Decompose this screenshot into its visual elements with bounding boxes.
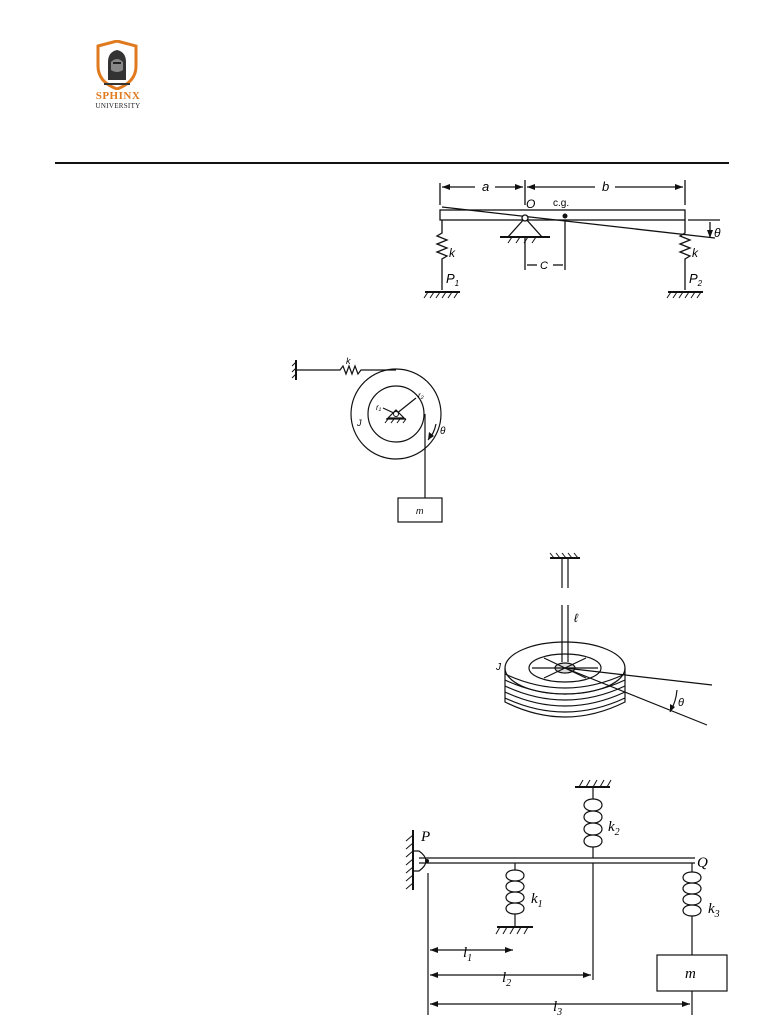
sphinx-shield-icon xyxy=(96,40,138,90)
label-k: k xyxy=(346,356,351,366)
label-l2: l2 xyxy=(502,970,511,989)
figure-beam-on-springs: a b O c.g. C θ k k P1 P2 xyxy=(423,179,721,299)
university-logo: SPHINX UNIVERSITY xyxy=(86,40,150,120)
label-p1: P1 xyxy=(446,271,459,288)
label-l1: l1 xyxy=(463,945,472,964)
label-k-right: k xyxy=(692,246,699,260)
label-pivot-o: O xyxy=(526,197,535,211)
label-theta: θ xyxy=(714,226,721,240)
label-r2: r₂ xyxy=(418,391,424,400)
label-theta: θ xyxy=(678,697,684,709)
header-divider xyxy=(55,162,729,164)
label-b: b xyxy=(602,179,609,194)
label-l3: l3 xyxy=(553,999,562,1018)
label-k1: k1 xyxy=(531,891,543,910)
label-j: J xyxy=(495,662,502,673)
label-p2: P2 xyxy=(689,271,703,288)
figure-wheel-torsion-rod: ℓ J θ xyxy=(495,552,713,726)
label-cg: c.g. xyxy=(553,198,569,209)
label-p: P xyxy=(420,829,430,845)
label-q: Q xyxy=(697,855,708,871)
label-mass-m: m xyxy=(685,966,696,982)
logo-title: SPHINX xyxy=(95,90,141,102)
label-k-left: k xyxy=(449,246,456,260)
figure-lever-springs-mass: P Q k2 k1 k3 l1 l2 l3 m xyxy=(405,779,728,1018)
label-k3: k3 xyxy=(708,901,720,920)
label-a: a xyxy=(482,179,489,194)
label-k2: k2 xyxy=(608,819,620,838)
label-j: J xyxy=(356,418,362,428)
label-c: C xyxy=(540,260,548,272)
logo-subtitle: UNIVERSITY xyxy=(95,102,141,110)
figure-pulley-spring-mass: k r₁ r₂ J θ m xyxy=(291,356,446,523)
label-theta: θ xyxy=(440,426,446,437)
label-length-l: ℓ xyxy=(574,611,579,625)
label-mass-m: m xyxy=(416,506,424,516)
label-r1: r₁ xyxy=(376,403,382,412)
